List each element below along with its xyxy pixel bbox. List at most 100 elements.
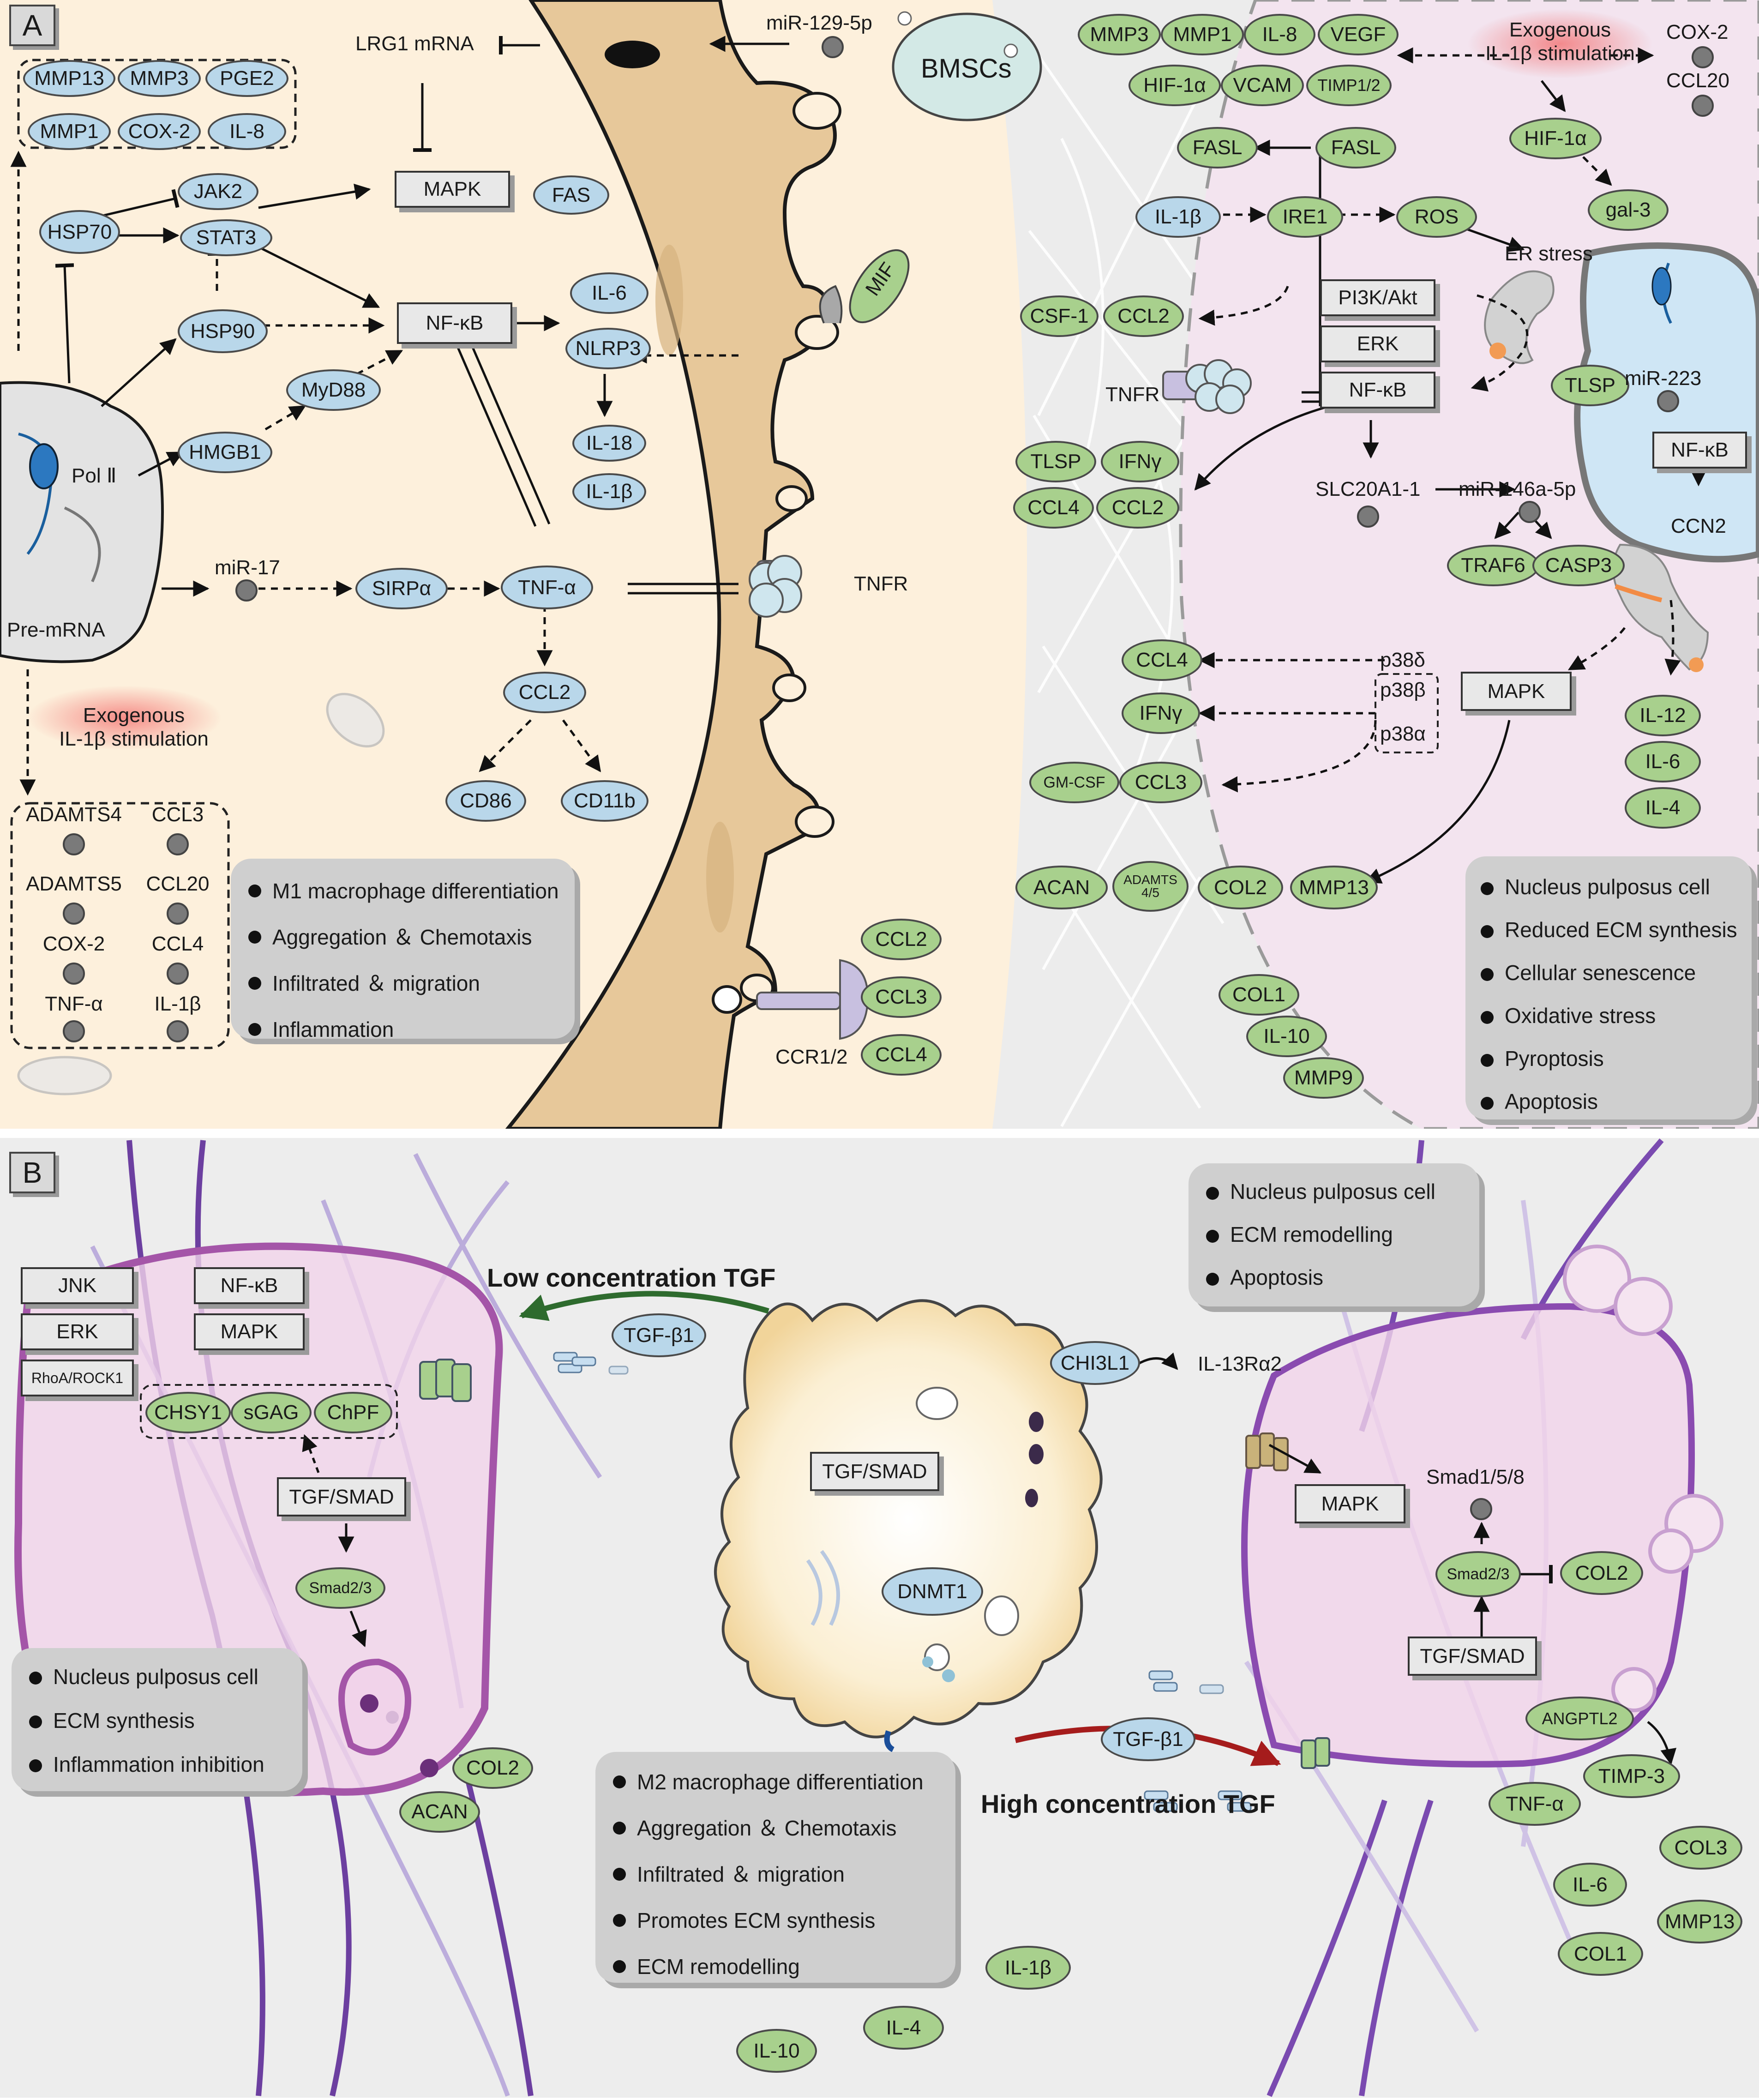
outcome-item: Infiltrated ＆ migration: [240, 960, 565, 1006]
tnfr-receptor-right: [1162, 359, 1252, 414]
outcome-panel-b-middle: M2 macrophage differentiation Aggregatio…: [595, 1752, 955, 1983]
box-nfkb-b: NF-κB: [194, 1267, 305, 1304]
node-mmp9-right: MMP9: [1283, 1057, 1364, 1099]
node-hmgb1: HMGB1: [178, 432, 272, 473]
node-ccl3-p38: CCL3: [1119, 762, 1202, 803]
node-mmp3-r: MMP3: [1078, 14, 1161, 55]
node-il10-right: IL-10: [1246, 1016, 1327, 1057]
node-col2-right: COL2: [1198, 866, 1283, 909]
node-angptl2: ANGPTL2: [1525, 1697, 1634, 1740]
tnfr-receptor: [749, 555, 802, 618]
label-il1b-b: IL-1β: [154, 993, 201, 1015]
node-jak2: JAK2: [178, 173, 258, 210]
node-hif1a-r: HIF-1α: [1129, 65, 1221, 106]
outcome-item: Apoptosis: [1472, 1080, 1747, 1123]
dot: [1692, 95, 1714, 117]
label-p38d: p38δ: [1380, 649, 1425, 671]
label-bmscs: BMSCs: [921, 54, 1012, 84]
node-adamts-right: ADAMTS 4/5: [1112, 861, 1189, 912]
node-il6: IL-6: [570, 272, 648, 314]
macrophage-granules: [1025, 1412, 1044, 1507]
box-nfkb: NF-κB: [397, 302, 512, 344]
node-ccl4-p38: CCL4: [1122, 639, 1202, 681]
node-ccl2-ccr: CCL2: [861, 919, 942, 960]
box-erk: ERK: [1320, 325, 1435, 362]
node-acan-right: ACAN: [1015, 866, 1108, 909]
label-ccl20: CCL20: [146, 872, 210, 895]
label-mir223: miR-223: [1625, 367, 1702, 390]
node-il8: IL-8: [208, 113, 286, 150]
dot: [63, 903, 85, 925]
node-cox2: COX-2: [118, 113, 201, 150]
dot: [167, 833, 189, 855]
label-p38b: p38β: [1380, 679, 1426, 701]
cell-protrusion-2: [1612, 543, 1709, 671]
label-il13ra2: IL-13Rα2: [1198, 1353, 1282, 1375]
outcome-item: M2 macrophage differentiation: [605, 1759, 951, 1805]
outcome-item: Oxidative stress: [1472, 994, 1747, 1037]
low-tgf-arrow: [519, 1291, 769, 1321]
node-vcam-r: VCAM: [1221, 65, 1304, 106]
node-col2-b-right: COL2: [1560, 1551, 1643, 1595]
node-il10-b: IL-10: [736, 2029, 817, 2073]
mitochondria-icon: [17, 692, 385, 1095]
label-smad158: Smad1/5/8: [1426, 1466, 1525, 1488]
node-ccl2b-right: CCL2: [1096, 487, 1179, 529]
outcome-item: ECM remodelling: [605, 1944, 951, 1990]
node-hif1a-right: HIF-1α: [1509, 118, 1602, 159]
label-cox2-b: COX-2: [42, 933, 105, 955]
label-high-tgf: High concentration TGF: [981, 1789, 1275, 1818]
mir223-dot: [1657, 390, 1679, 412]
box-nfkb-tlsp: NF-κB: [1652, 432, 1747, 469]
label-slc20a1: SLC20A1-1: [1315, 478, 1421, 500]
box-mapk: MAPK: [395, 171, 510, 208]
label-ccn2: CCN2: [1671, 515, 1726, 537]
node-il1b-b: IL-1β: [985, 1946, 1071, 1990]
node-tnfa: TNF-α: [501, 566, 593, 609]
box-tgfsmad-macrophage: TGF/SMAD: [810, 1452, 939, 1491]
node-hsp90: HSP90: [178, 309, 268, 353]
label-mif: MIF: [861, 258, 900, 300]
node-smad23-right: Smad2/3: [1435, 1551, 1521, 1597]
outcome-item: Reduced ECM synthesis: [1472, 909, 1747, 951]
node-fasl-right: FASL: [1315, 127, 1396, 168]
label-pre-mrna: Pre-mRNA: [7, 619, 105, 641]
node-fas: FAS: [533, 175, 609, 215]
node-mmp13-b: MMP13: [1657, 1900, 1742, 1944]
label-tnfa-b: TNF-α: [45, 993, 103, 1015]
node-ifng: IFNγ: [1101, 441, 1179, 482]
label-lrg1-mrna: LRG1 mRNA: [355, 32, 474, 55]
box-tgfsmad-right: TGF/SMAD: [1408, 1637, 1537, 1676]
node-acan-b: ACAN: [399, 1791, 480, 1833]
node-tgfb1-bottom: TGF-β1: [1101, 1717, 1195, 1761]
node-ifng-p38: IFNγ: [1122, 692, 1200, 734]
node-chpf: ChPF: [314, 1392, 392, 1433]
node-col3: COL3: [1659, 1826, 1742, 1870]
tgf-particles: [553, 1352, 1252, 1812]
label-p38a: p38α: [1380, 722, 1426, 745]
tgf-receptor-right: [1301, 1737, 1330, 1769]
node-ccl2: CCL2: [503, 672, 586, 713]
node-gmcsf: GM-CSF: [1029, 762, 1119, 803]
node-fasl-left: FASL: [1177, 127, 1258, 168]
outcome-item: Inflammation: [240, 1006, 565, 1053]
node-smad23-left: Smad2/3: [295, 1567, 385, 1609]
node-mmp13: MMP13: [23, 60, 115, 97]
mir146-dot: [1519, 501, 1541, 523]
node-il6-b: IL-6: [1553, 1863, 1627, 1907]
label-mir17: miR-17: [215, 556, 280, 579]
outcome-panel-b-left: Nucleus pulposus cell ECM synthesis Infl…: [12, 1648, 302, 1791]
node-gal3: gal-3: [1588, 189, 1669, 231]
node-mmp3: MMP3: [118, 60, 201, 97]
node-mmp1: MMP1: [28, 113, 111, 150]
node-il12: IL-12: [1625, 695, 1701, 736]
label-tnfr: TNFR: [854, 572, 908, 595]
dot: [1692, 46, 1714, 68]
panel-b-tag: B: [9, 1152, 55, 1193]
node-cd86: CD86: [445, 780, 526, 822]
node-tnfa-b: TNF-α: [1489, 1782, 1581, 1826]
mir129-dot: [822, 36, 844, 58]
node-tlsp: TLSP: [1015, 441, 1096, 482]
label-pol-ii: Pol Ⅱ: [72, 464, 117, 487]
